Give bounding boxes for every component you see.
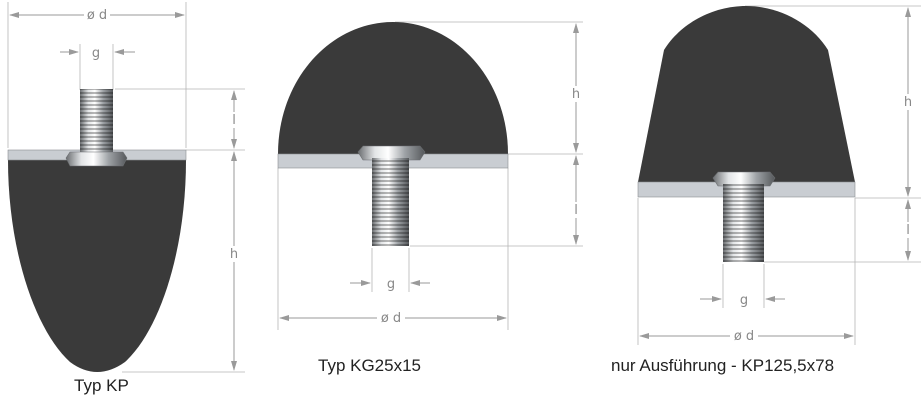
kp125-thread-length-label: l <box>906 223 910 238</box>
kp-thread-length-label: l <box>232 113 236 128</box>
kp-diameter-label: ø d <box>87 8 107 23</box>
kp-extension-lines <box>7 2 245 373</box>
caption-typ-kg: Typ KG25x15 <box>318 356 422 375</box>
caption-typ-kp: Typ KP <box>74 376 129 395</box>
kp125-height-label: h <box>904 95 912 110</box>
kg-flange <box>357 145 426 161</box>
kg-height-label: h <box>572 87 580 102</box>
diagram-typ-kg: h l g ø d <box>277 21 583 330</box>
kg-diameter-label: ø d <box>381 311 401 326</box>
kp125-rubber-body <box>638 6 855 182</box>
kp-flange <box>65 151 128 167</box>
kp125-thread-label: g <box>740 293 748 308</box>
kg-thread-label: g <box>387 277 395 292</box>
kp125-diameter-label: ø d <box>734 329 754 344</box>
kp125-flange <box>712 171 776 187</box>
kp-rubber-body <box>8 160 186 372</box>
kg-rubber-dome <box>278 22 508 154</box>
kp125-extension-lines <box>637 5 921 345</box>
kg-thread-length-label: l <box>574 203 578 218</box>
caption-kp125: nur Ausführung - KP125,5x78 <box>611 356 835 375</box>
diagram-kp125: h l g ø d <box>637 5 921 345</box>
kg-extension-lines <box>277 21 583 330</box>
diagram-typ-kp: ø d g l h <box>7 2 245 373</box>
kp-height-label: h <box>230 247 238 262</box>
kp-thread-label: g <box>92 46 100 61</box>
